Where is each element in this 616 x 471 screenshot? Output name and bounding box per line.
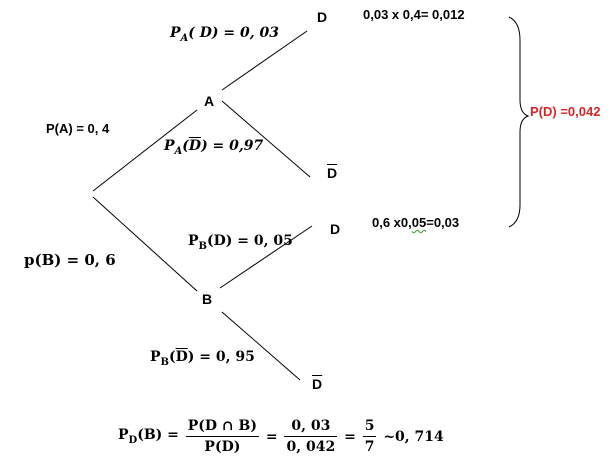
pb-dbar-p: P	[150, 349, 161, 365]
fraction-1-numerator: P(D ∩ B)	[185, 418, 259, 437]
pa-d-sub: A	[180, 32, 189, 44]
pa-dbar-sub: A	[174, 145, 183, 157]
branch-root-to-b	[92, 196, 198, 292]
fraction-1-denominator: P(D)	[204, 439, 241, 455]
pb-dbar-rest: ) = 0, 95	[187, 349, 255, 365]
formula-result: ~0, 714	[383, 428, 444, 445]
fraction-2-numerator: 0, 03	[284, 418, 338, 437]
curly-brace	[508, 16, 530, 228]
fraction-2: 0, 03 0, 042	[284, 418, 338, 455]
formula-lhs-sub: D	[128, 434, 138, 446]
pb-dbar-open: (	[168, 349, 176, 365]
calc-bottom-pre: 0,6 x0,	[372, 215, 412, 230]
node-b: B	[202, 291, 213, 307]
label-p-b: p(B) = 0, 6	[24, 251, 116, 269]
pa-d-rest: ( D) = 0, 03	[188, 25, 280, 41]
node-d-bottom: D	[330, 221, 341, 237]
pb-d-rest: (D) = 0, 05	[206, 233, 293, 249]
label-pa-d: PA( D) = 0, 03	[170, 26, 279, 44]
pa-d-p: P	[170, 25, 181, 41]
formula-lhs-rest: (B) =	[137, 427, 179, 444]
calc-bottom-product: 0,6 x0,05=0,03	[372, 216, 459, 229]
calc-top-product: 0,03 x 0,4= 0,012	[363, 7, 465, 22]
fraction-1: P(D ∩ B) P(D)	[185, 418, 259, 455]
pa-dbar-open: (	[182, 138, 189, 154]
node-dbar-bottom: D	[312, 376, 323, 392]
node-d-top: D	[317, 9, 328, 25]
pb-dbar-d: D	[175, 349, 188, 365]
branch-b-to-d	[219, 225, 313, 289]
pb-dbar-sub: B	[160, 356, 169, 368]
pa-dbar-d: D	[188, 138, 202, 154]
label-pa-dbar: PA(D) = 0,97	[164, 139, 263, 157]
pb-d-p: P	[188, 233, 199, 249]
calc-bottom-post: =0,03	[426, 215, 460, 230]
pa-dbar-p: P	[164, 138, 175, 154]
formula-eq-1: =	[265, 428, 278, 445]
label-pb-d: PB(D) = 0, 05	[188, 234, 293, 252]
fraction-2-denominator: 0, 042	[286, 439, 336, 455]
label-p-a: P(A) = 0, 4	[46, 121, 110, 136]
fraction-3-denominator: 7	[364, 439, 375, 455]
branch-a-to-dbar	[221, 100, 311, 178]
pa-dbar-rest: ) = 0,97	[201, 138, 264, 154]
pb-d-sub: B	[198, 240, 207, 252]
calc-total: P(D) =0,042	[530, 104, 601, 119]
branch-a-to-d	[221, 30, 308, 91]
bayes-formula: PD(B) = P(D ∩ B) P(D) = 0, 03 0, 042 = 5…	[118, 418, 444, 455]
branch-root-to-a	[92, 109, 198, 192]
label-pb-dbar: PB(D) = 0, 95	[150, 350, 255, 368]
calc-bottom-wavy: 05	[411, 215, 427, 230]
node-a: A	[204, 93, 215, 109]
formula-eq-2: =	[344, 428, 356, 445]
formula-lhs-p: P	[118, 427, 129, 444]
formula-lhs: PD(B) =	[118, 427, 179, 446]
branch-b-to-dbar	[221, 311, 301, 381]
fraction-3-numerator: 5	[362, 418, 377, 437]
fraction-3: 5 7	[362, 418, 377, 455]
node-dbar-top: D	[327, 165, 338, 181]
